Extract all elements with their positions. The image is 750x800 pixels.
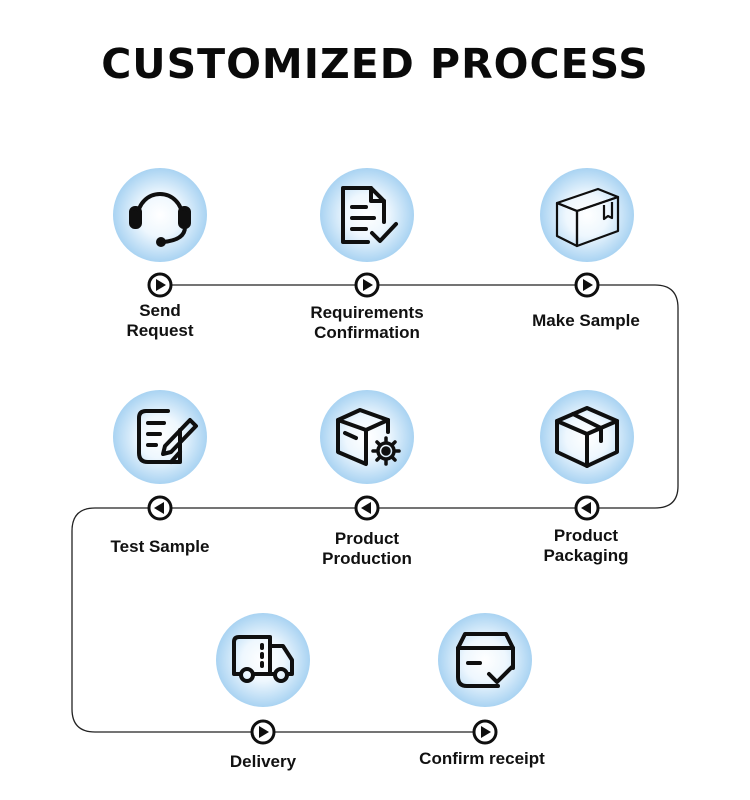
step-label-product-packaging: Product Packaging xyxy=(543,526,629,565)
step-label-requirements-confirmation: Requirements Confirmation xyxy=(310,303,424,342)
step-product-production xyxy=(320,390,414,521)
truck-icon xyxy=(232,635,294,683)
package-icon xyxy=(555,406,619,468)
step-label-test-sample: Test Sample xyxy=(110,537,210,556)
step-make-sample xyxy=(540,168,634,298)
step-icon-circle xyxy=(113,168,207,262)
step-icon-circle xyxy=(216,613,310,707)
document-check-icon xyxy=(341,186,398,244)
inbox-check-icon xyxy=(456,632,515,688)
step-icon-circle xyxy=(320,168,414,262)
step-label-delivery: Delivery xyxy=(229,752,297,771)
headset-icon xyxy=(129,192,191,247)
step-product-packaging xyxy=(540,390,634,521)
step-label-confirm-receipt: Confirm receipt xyxy=(419,749,545,768)
edit-document-icon xyxy=(137,409,198,464)
step-send-request xyxy=(113,168,207,298)
step-icon-circle xyxy=(540,168,634,262)
step-label-make-sample: Make Sample xyxy=(532,311,640,330)
box-icon xyxy=(555,187,620,248)
step-test-sample xyxy=(113,390,207,521)
step-requirements-confirmation xyxy=(320,168,414,298)
step-label-send-request: Send Request xyxy=(126,301,194,340)
step-label-product-production: Product Production xyxy=(322,529,412,568)
step-confirm-receipt xyxy=(438,613,532,745)
gear-icon xyxy=(371,436,401,466)
step-icon-circle xyxy=(113,390,207,484)
box-gear-icon xyxy=(336,408,390,466)
step-delivery xyxy=(216,613,310,745)
page-title: CUSTOMIZED PROCESS xyxy=(101,40,649,88)
step-icon-circle xyxy=(438,613,532,707)
